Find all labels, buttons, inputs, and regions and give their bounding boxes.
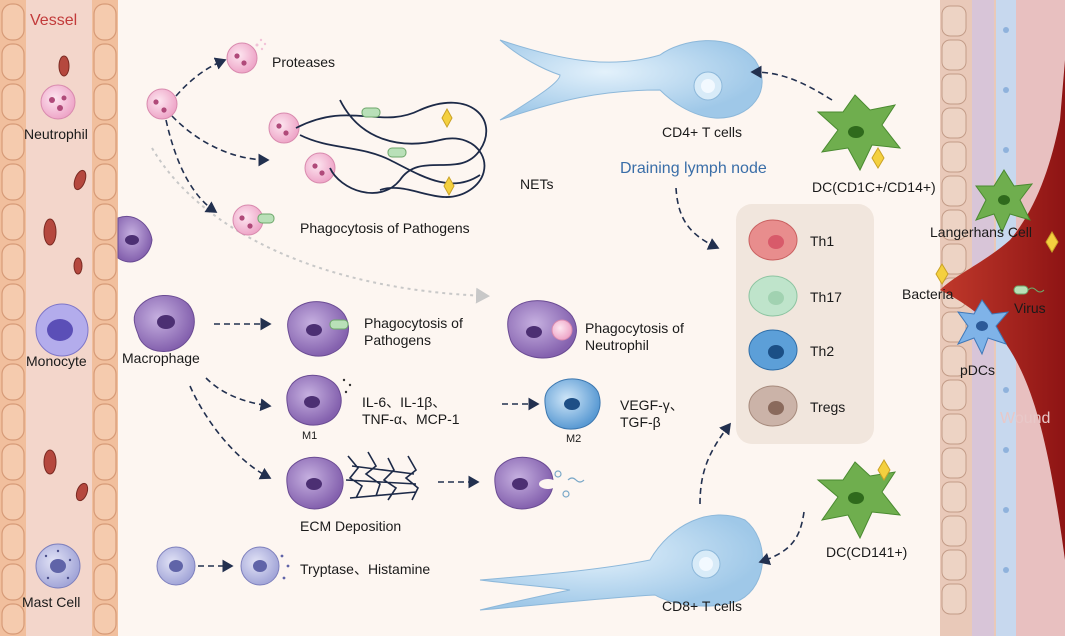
ecm-fibers xyxy=(345,451,419,501)
dc-bottom-label: DC(CD141+) xyxy=(826,544,908,560)
bacteria-icon-2 xyxy=(1045,231,1059,253)
monocyte-cell xyxy=(35,303,89,357)
dc-top-cell xyxy=(816,94,902,172)
migration-arrow xyxy=(151,147,490,304)
cd8-t-cell xyxy=(479,514,763,611)
bacteria-icon xyxy=(935,263,949,285)
th2-label: Th2 xyxy=(810,343,835,359)
neutrophil-nets-1 xyxy=(268,112,300,144)
dc-bottom-cell xyxy=(816,459,902,540)
tryptase-label: Tryptase、Histamine xyxy=(300,561,431,577)
m1-macrophage xyxy=(286,374,352,426)
wound-shape xyxy=(940,60,1065,560)
ecm-macrophage-secreting xyxy=(494,456,585,510)
neutrophil-label: Neutrophil xyxy=(24,126,88,142)
virus-label: Virus xyxy=(1014,300,1046,316)
th-subset-box xyxy=(736,204,874,444)
wound-label: Wound xyxy=(1000,410,1051,427)
virus-icon xyxy=(1013,285,1045,295)
neutrophil-phagocytosis xyxy=(232,204,275,236)
nets-bacteria xyxy=(361,107,455,197)
phago-neutrophil-label-1: Phagocytosis of xyxy=(585,320,684,336)
m2-factors-label-2: TGF-β xyxy=(620,414,661,430)
pdcs-label: pDCs xyxy=(960,362,996,378)
ecm-label: ECM Deposition xyxy=(300,518,402,534)
t-cell-arrows xyxy=(675,65,833,566)
cd4-label: CD4+ T cells xyxy=(662,124,743,140)
neutrophil-proteases xyxy=(226,38,267,74)
m2-factors-label-1: VEGF-γ、 xyxy=(620,397,684,413)
m1-cytokines-label-2: TNF-α、MCP-1 xyxy=(362,411,460,427)
tregs-cell xyxy=(748,385,798,427)
mac-phago-pathogens-label-1: Phagocytosis of xyxy=(364,315,463,331)
th2-cell xyxy=(748,329,798,371)
langerhans-label: Langerhans Cell xyxy=(930,224,1032,240)
cd8-label: CD8+ T cells xyxy=(662,598,743,614)
mast-cell-vessel xyxy=(35,543,81,589)
m2-label: M2 xyxy=(566,433,582,445)
mast-cell-tissue xyxy=(156,546,196,586)
mast-cell-label: Mast Cell xyxy=(22,594,81,610)
m1-label: M1 xyxy=(302,430,318,442)
th1-label: Th1 xyxy=(810,233,835,249)
macrophage-phago-neutrophil xyxy=(507,300,577,359)
dc-top-label: DC(CD1C+/CD14+) xyxy=(812,179,936,195)
pdcs-cell xyxy=(956,299,1010,356)
th17-label: Th17 xyxy=(810,289,842,305)
neutrophil-arrows xyxy=(165,57,270,213)
vessel-label: Vessel xyxy=(30,12,78,29)
neutrophil-nets-2 xyxy=(304,152,336,184)
tregs-label: Tregs xyxy=(810,399,846,415)
th17-cell xyxy=(748,275,798,317)
neutrophil-cell-tissue xyxy=(146,88,178,120)
nets-label: NETs xyxy=(520,176,554,192)
proteases-label: Proteases xyxy=(272,54,336,70)
vessel-wall-right xyxy=(92,0,118,636)
neutrophil-cell-vessel xyxy=(40,84,76,120)
m1-cytokines-label-1: IL-6、IL-1β、 xyxy=(362,394,447,410)
vessel-wall-left xyxy=(0,0,26,636)
m2-macrophage xyxy=(544,378,601,430)
macrophage-vessel-wall xyxy=(117,216,153,263)
cd4-t-cell xyxy=(499,39,763,121)
bacteria-label: Bacteria xyxy=(902,286,954,302)
monocyte-label: Monocyte xyxy=(26,353,87,369)
macrophage-arrows xyxy=(189,317,272,480)
macrophage-phago-pathogens xyxy=(287,301,349,357)
langerhans-cell xyxy=(975,169,1034,234)
ecm-macrophage xyxy=(286,456,344,510)
macrophage-label: Macrophage xyxy=(122,350,200,366)
mac-phago-pathogens-label-2: Pathogens xyxy=(364,332,431,348)
draining-label: Draining lymph node xyxy=(620,160,767,177)
phago-neutrophil-label-2: Neutrophil xyxy=(585,337,649,353)
macrophage-cell xyxy=(133,295,195,352)
skin-cells xyxy=(941,5,967,615)
red-blood-cells xyxy=(43,55,89,502)
mast-cell-degranulating xyxy=(240,546,290,586)
phagocytosis-pathogens-label: Phagocytosis of Pathogens xyxy=(300,220,470,236)
th1-cell xyxy=(748,219,798,261)
